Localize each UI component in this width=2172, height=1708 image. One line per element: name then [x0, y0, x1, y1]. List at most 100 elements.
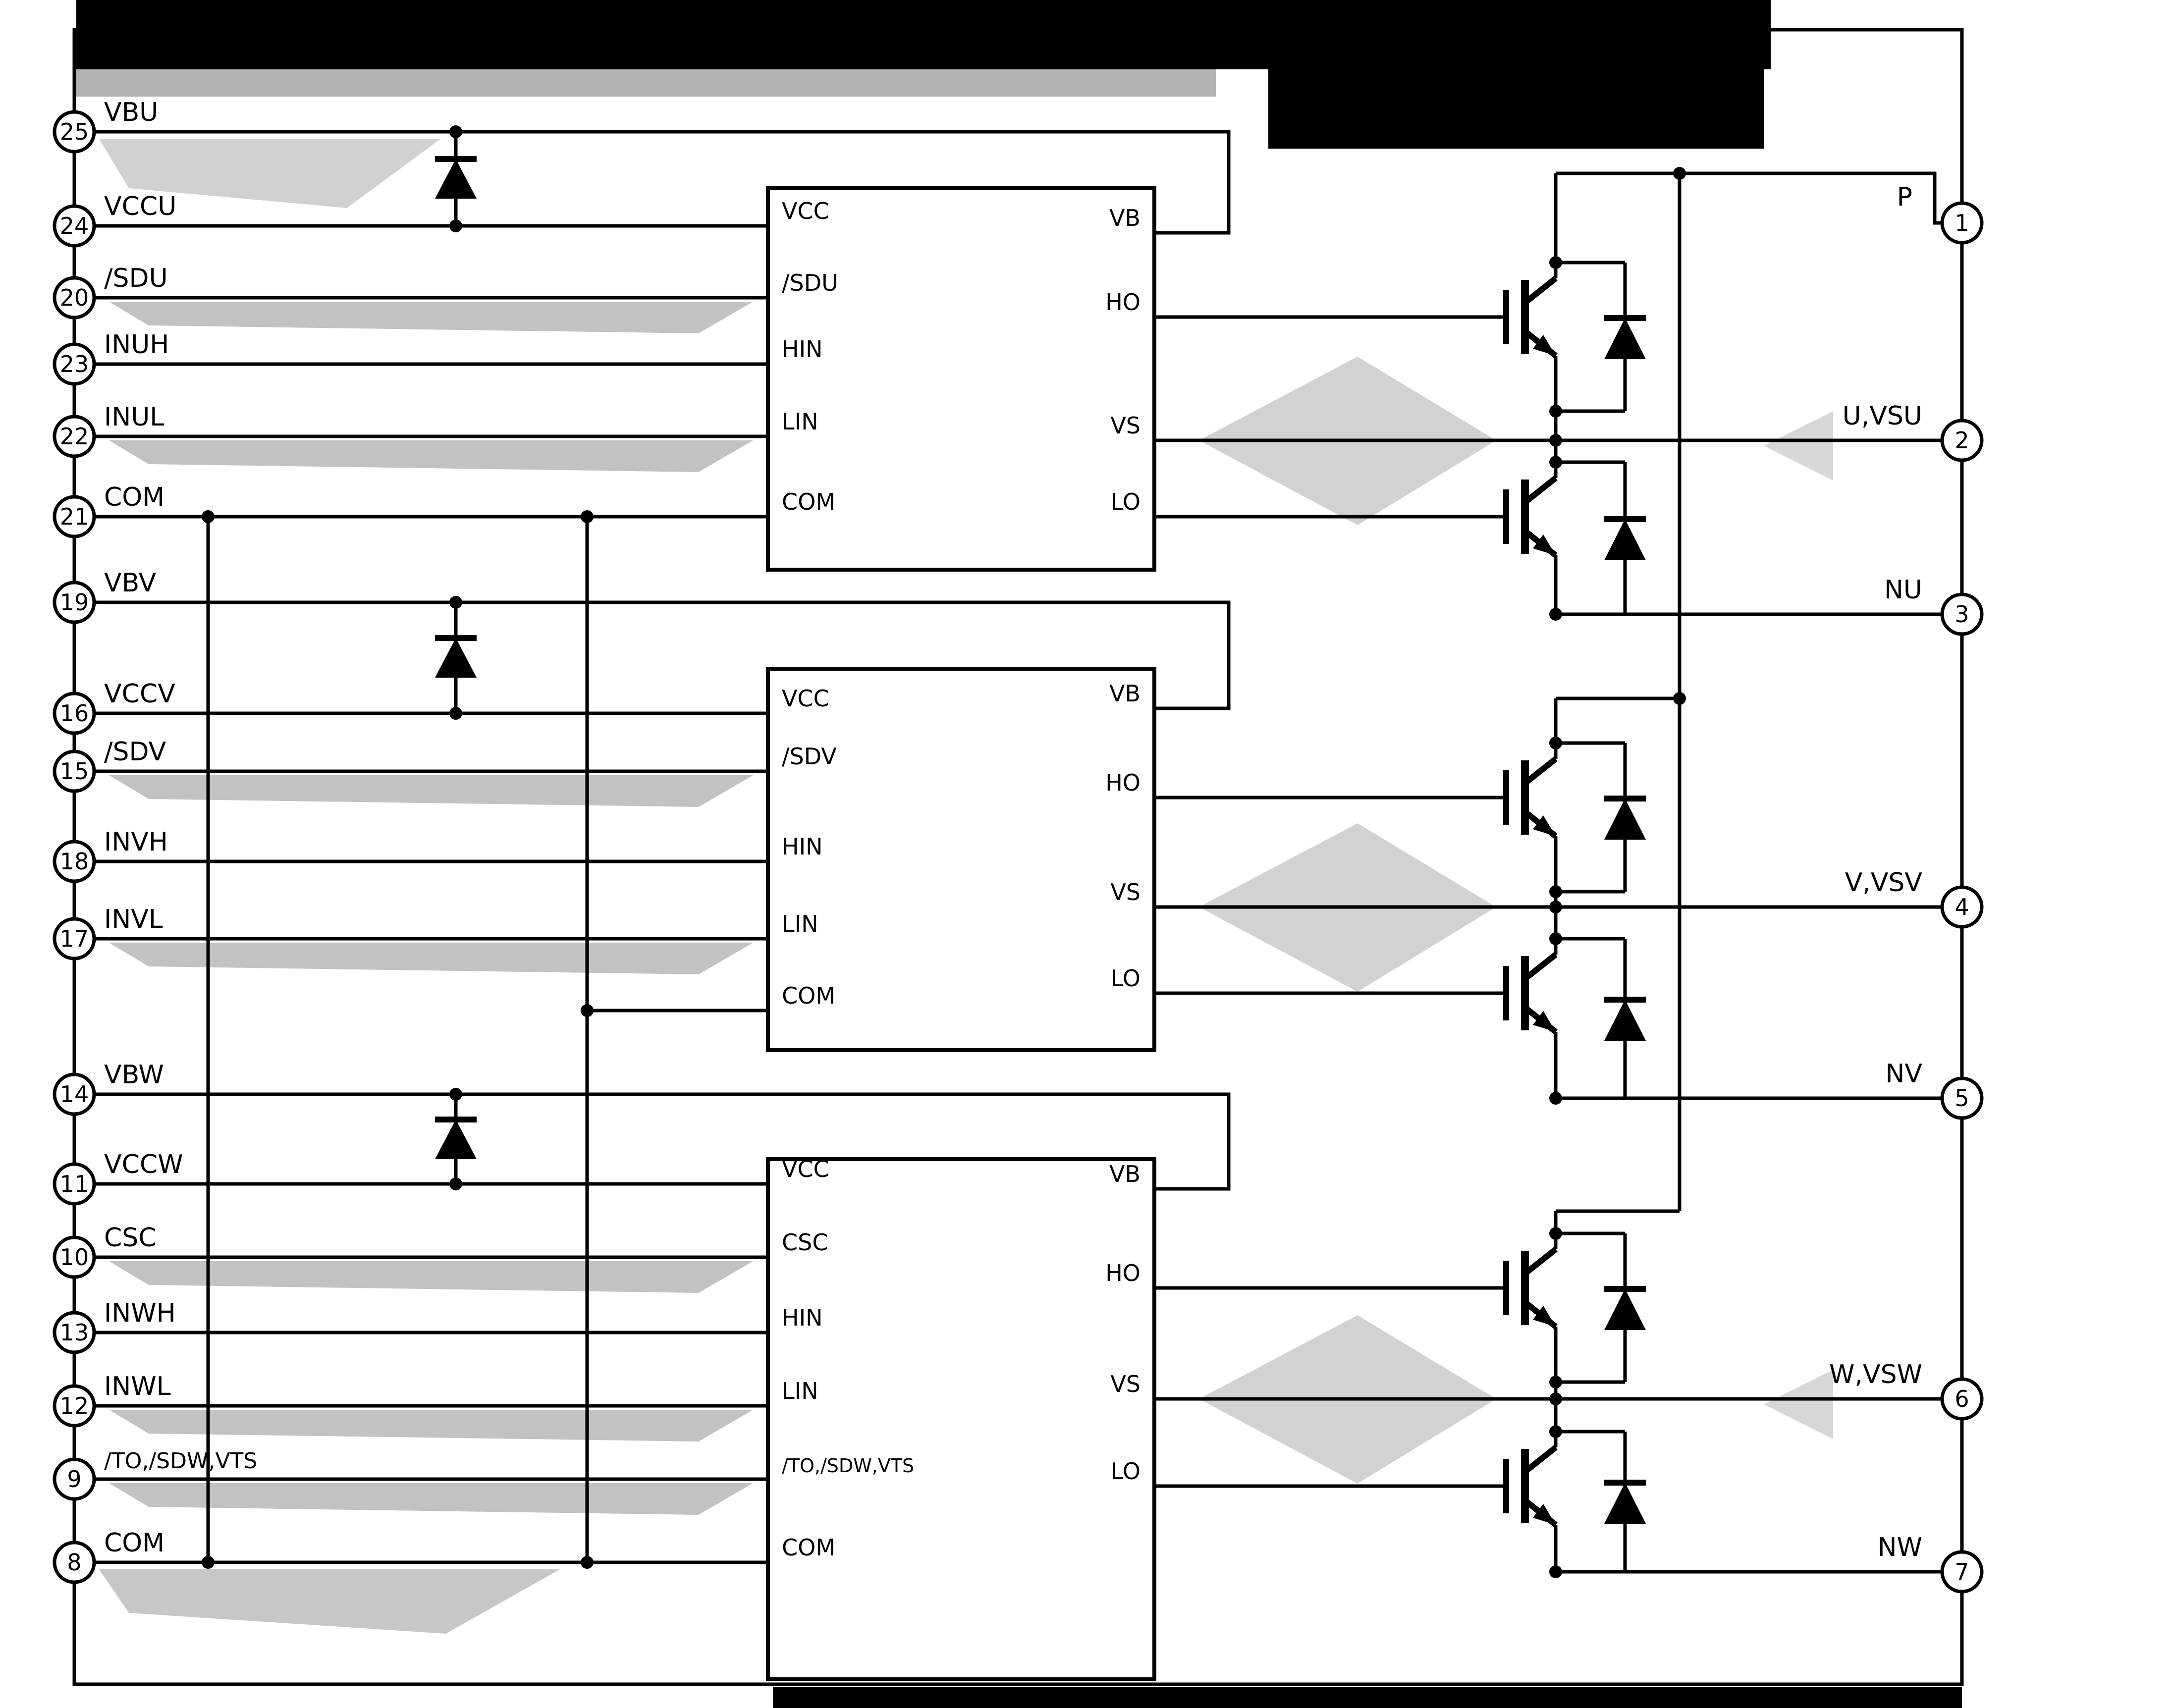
pin-label: VBU	[104, 98, 158, 127]
power-stage	[1503, 173, 1646, 1574]
pin-number: 23	[60, 351, 89, 377]
pin-circle	[53, 342, 96, 386]
pin-circle	[1940, 885, 1984, 929]
pin-number: 20	[60, 284, 89, 311]
igbt-low-w	[1503, 1399, 1558, 1572]
pin-number: 15	[60, 758, 89, 785]
pin-label: VCCV	[104, 679, 175, 709]
pin-circle	[53, 1162, 96, 1206]
pin-label: /SDU	[104, 264, 168, 293]
driver-u-pin-hin: HIN	[782, 336, 823, 363]
pin-number: 16	[60, 700, 89, 727]
bootstrap-diode-u	[435, 132, 477, 226]
freewheel-diode-low-w	[1556, 1430, 1646, 1574]
driver-w-pin-to-sdw-vts: /TO,/SDW,VTS	[782, 1455, 914, 1477]
pin-label: COM	[104, 1528, 164, 1558]
freewheel-diode-high-v	[1556, 741, 1646, 894]
freewheel-diode-low-v	[1556, 937, 1646, 1100]
pin-circle	[1940, 1550, 1984, 1594]
pin-number: 5	[1955, 1085, 1969, 1112]
driver-u-pin-ho: HO	[1105, 289, 1140, 316]
pin-label: NW	[1878, 1533, 1922, 1562]
driver-u-pin-vb: VB	[1109, 205, 1140, 231]
pin-left-8: 8 COM	[53, 1528, 164, 1584]
junction-dots	[202, 125, 1686, 1578]
pin-label: INWH	[104, 1298, 176, 1328]
igbt-high-w	[1503, 1211, 1558, 1399]
pin-right-4: 4 V,VSV	[1845, 868, 1984, 929]
freewheel-diode-low-u	[1556, 460, 1646, 616]
pin-label: CSC	[104, 1223, 157, 1253]
pin-left-19: 19 VBV	[53, 568, 157, 624]
driver-v-pin-hin: HIN	[782, 833, 823, 860]
pin-left-15: 15 /SDV	[53, 737, 166, 793]
pin-circle	[53, 1072, 96, 1116]
wire-vbv	[94, 600, 1231, 710]
pin-circle	[53, 204, 96, 248]
pin-circle	[53, 415, 96, 458]
pin-left-14: 14 VBW	[53, 1060, 164, 1116]
wire-vbw	[94, 1092, 1231, 1191]
igbt-high-v	[1503, 698, 1558, 907]
gate-driver-v-block: VCC /SDV HIN LIN COM VB HO VS LO	[766, 667, 1156, 1052]
pin-right-7: 7 NW	[1878, 1533, 1984, 1594]
driver-w-pin-vs: VS	[1110, 1371, 1140, 1397]
driver-v-pin-vcc: VCC	[782, 685, 829, 712]
pin-left-25: 25 VBU	[53, 98, 158, 154]
freewheel-diode-high-u	[1556, 261, 1646, 413]
pin-circle	[53, 495, 96, 538]
pin-label: U,VSU	[1843, 401, 1922, 431]
driver-u-pin-vcc: VCC	[782, 198, 829, 224]
pins-right: 1 P 2 U,VSU 3 NU 4 V,VSV 5 NV 6 W,VSW	[1829, 182, 1984, 1594]
pin-left-20: 20 /SDU	[53, 264, 168, 320]
pin-number: 4	[1955, 894, 1969, 920]
driver-v-pin-sd: /SDV	[782, 743, 837, 770]
render-artifacts	[76, 0, 1962, 1708]
pin-number: 8	[67, 1549, 81, 1576]
pin-left-24: 24 VCCU	[53, 192, 176, 248]
pin-right-1: 1 P	[1897, 182, 1984, 245]
bootstrap-diode-v	[435, 602, 477, 713]
pin-circle	[1940, 1076, 1984, 1120]
pin-circle	[53, 1457, 96, 1501]
driver-v-pin-lo: LO	[1111, 965, 1140, 992]
driver-w-pin-vcc: VCC	[782, 1156, 829, 1182]
pin-left-13: 13 INWH	[53, 1298, 176, 1354]
pin-circle	[53, 1384, 96, 1428]
driver-w-pin-ho: HO	[1105, 1260, 1140, 1286]
pin-label: NU	[1884, 575, 1922, 605]
driver-w-pin-csc: CSC	[782, 1229, 828, 1256]
pin-left-11: 11 VCCW	[53, 1150, 183, 1206]
gate-driver-w-block: VCC CSC HIN LIN /TO,/SDW,VTS COM VB HO V…	[766, 1156, 1156, 1681]
pin-label: /SDV	[104, 737, 166, 767]
driver-u-pin-com: COM	[782, 488, 835, 515]
gate-driver-u-block: VCC /SDU HIN LIN COM VB HO VS LO	[766, 186, 1156, 572]
pin-label: INVL	[104, 905, 163, 934]
pin-label: /TO,/SDW,VTS	[104, 1448, 257, 1474]
pin-label: INVH	[104, 827, 168, 857]
pin-circle	[53, 1311, 96, 1354]
pin-circle	[53, 110, 96, 154]
pin-number: 9	[67, 1466, 81, 1493]
igbt-low-v	[1503, 907, 1558, 1098]
pin-label: INUL	[104, 402, 164, 432]
pin-circle	[1940, 592, 1984, 636]
pin-label: VCCW	[104, 1150, 183, 1179]
pin-left-10: 10 CSC	[53, 1223, 157, 1279]
pin-label: W,VSW	[1829, 1360, 1922, 1389]
pin-circle	[1940, 201, 1984, 245]
pin-number: 13	[60, 1319, 89, 1346]
pin-number: 10	[60, 1244, 89, 1271]
driver-v-pin-ho: HO	[1105, 769, 1140, 796]
pin-right-3: 3 NU	[1884, 575, 1984, 636]
pin-label: P	[1897, 182, 1912, 212]
pin-left-17: 17 INVL	[53, 905, 163, 961]
bootstrap-diode-w	[435, 1094, 477, 1184]
wires	[94, 130, 1942, 1574]
pin-number: 17	[60, 925, 89, 952]
pin-label: VBV	[104, 568, 157, 598]
pin-right-2: 2 U,VSU	[1843, 401, 1984, 462]
pin-label: COM	[104, 482, 164, 512]
